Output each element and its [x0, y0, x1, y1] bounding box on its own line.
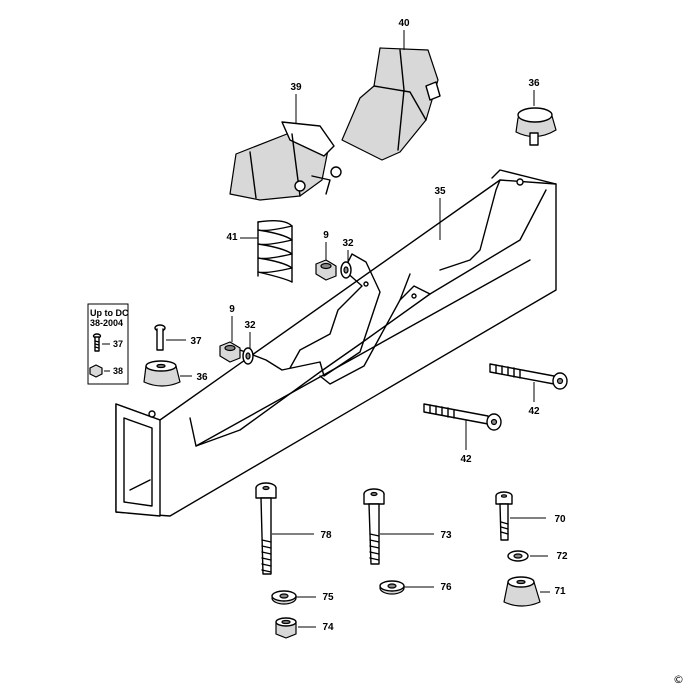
callout-72: 72	[530, 551, 568, 562]
inset-title-line1: Up to DC	[90, 308, 129, 318]
callout-74: 74	[298, 622, 334, 633]
callout-74-label: 74	[322, 622, 334, 633]
part-37-bolt[interactable]	[154, 324, 166, 351]
callout-42-lower: 42	[460, 420, 472, 465]
callout-32-upper-label: 32	[342, 238, 354, 249]
callout-32-lower-label: 32	[244, 320, 256, 331]
part-36-rubber-foot-upper[interactable]	[515, 107, 557, 146]
part-36-rubber-foot-lower[interactable]	[143, 360, 181, 387]
callout-72-label: 72	[556, 551, 568, 562]
callout-73-label: 73	[440, 530, 452, 541]
callout-36-upper: 36	[528, 78, 540, 106]
callout-40-label: 40	[398, 18, 410, 29]
inset-part-37-screw[interactable]	[92, 333, 102, 352]
callout-32-upper: 32	[342, 238, 354, 262]
callout-76-label: 76	[440, 582, 452, 593]
callout-36-lower: 36	[180, 372, 208, 383]
part-42-bolt-upper[interactable]	[489, 363, 568, 390]
callout-32-lower: 32	[244, 320, 256, 348]
callout-71-label: 71	[554, 586, 566, 597]
inset-callout-37-label: 37	[113, 339, 123, 349]
callout-37: 37	[166, 336, 202, 347]
callout-76: 76	[404, 582, 452, 593]
part-75-washer[interactable]	[271, 590, 297, 605]
part-9-nut-lower[interactable]	[219, 341, 241, 363]
callout-75: 75	[296, 592, 334, 603]
callout-35-label: 35	[434, 186, 446, 197]
part-42-bolt-lower[interactable]	[423, 403, 502, 431]
inset-legacy-parts: Up to DC 38-2004 37 38	[87, 303, 129, 385]
callout-9-upper: 9	[323, 230, 329, 260]
part-35-frame-rail[interactable]	[115, 169, 557, 517]
inset-callout-38-label: 38	[113, 366, 123, 376]
callout-70: 70	[510, 514, 566, 525]
callout-41-label: 41	[226, 232, 238, 243]
callout-42-lower-label: 42	[460, 454, 472, 465]
part-39-lever[interactable]	[229, 121, 342, 201]
part-76-washer[interactable]	[379, 580, 405, 595]
copyright-symbol: ©	[673, 673, 684, 686]
callout-78: 78	[272, 530, 332, 541]
callout-42-upper: 42	[528, 382, 540, 417]
callout-78-label: 78	[320, 530, 332, 541]
callout-9-lower-label: 9	[229, 304, 235, 315]
callout-37-label: 37	[190, 336, 202, 347]
part-72-spring-washer[interactable]	[507, 550, 529, 562]
callout-40: 40	[398, 18, 410, 50]
inset-part-38-nut[interactable]	[89, 364, 103, 378]
part-40-clamp-plate[interactable]	[341, 47, 441, 161]
part-9-nut-upper[interactable]	[315, 259, 337, 281]
callout-39: 39	[290, 82, 302, 124]
part-74-nut[interactable]	[275, 617, 297, 639]
inset-title-line2: 38-2004	[90, 318, 123, 328]
callout-35: 35	[434, 186, 446, 240]
callout-71: 71	[540, 586, 566, 597]
part-73-bolt[interactable]	[363, 488, 385, 565]
part-70-short-bolt[interactable]	[495, 491, 513, 541]
callout-39-label: 39	[290, 82, 302, 93]
part-71-rubber-foot[interactable]	[503, 576, 541, 607]
callout-42-upper-label: 42	[528, 406, 540, 417]
part-32-washer-upper[interactable]	[340, 261, 352, 279]
part-35-inner-bracket	[239, 253, 431, 385]
part-78-long-bolt[interactable]	[255, 482, 277, 575]
part-32-washer-lower[interactable]	[242, 347, 254, 365]
part-41-spring[interactable]	[257, 219, 293, 283]
callout-9-upper-label: 9	[323, 230, 329, 241]
callout-75-label: 75	[322, 592, 334, 603]
callout-36-lower-label: 36	[196, 372, 208, 383]
callout-9-lower: 9	[229, 304, 235, 342]
callout-36-upper-label: 36	[528, 78, 540, 89]
callout-73: 73	[380, 530, 452, 541]
callout-41: 41	[226, 232, 258, 243]
callout-70-label: 70	[554, 514, 566, 525]
